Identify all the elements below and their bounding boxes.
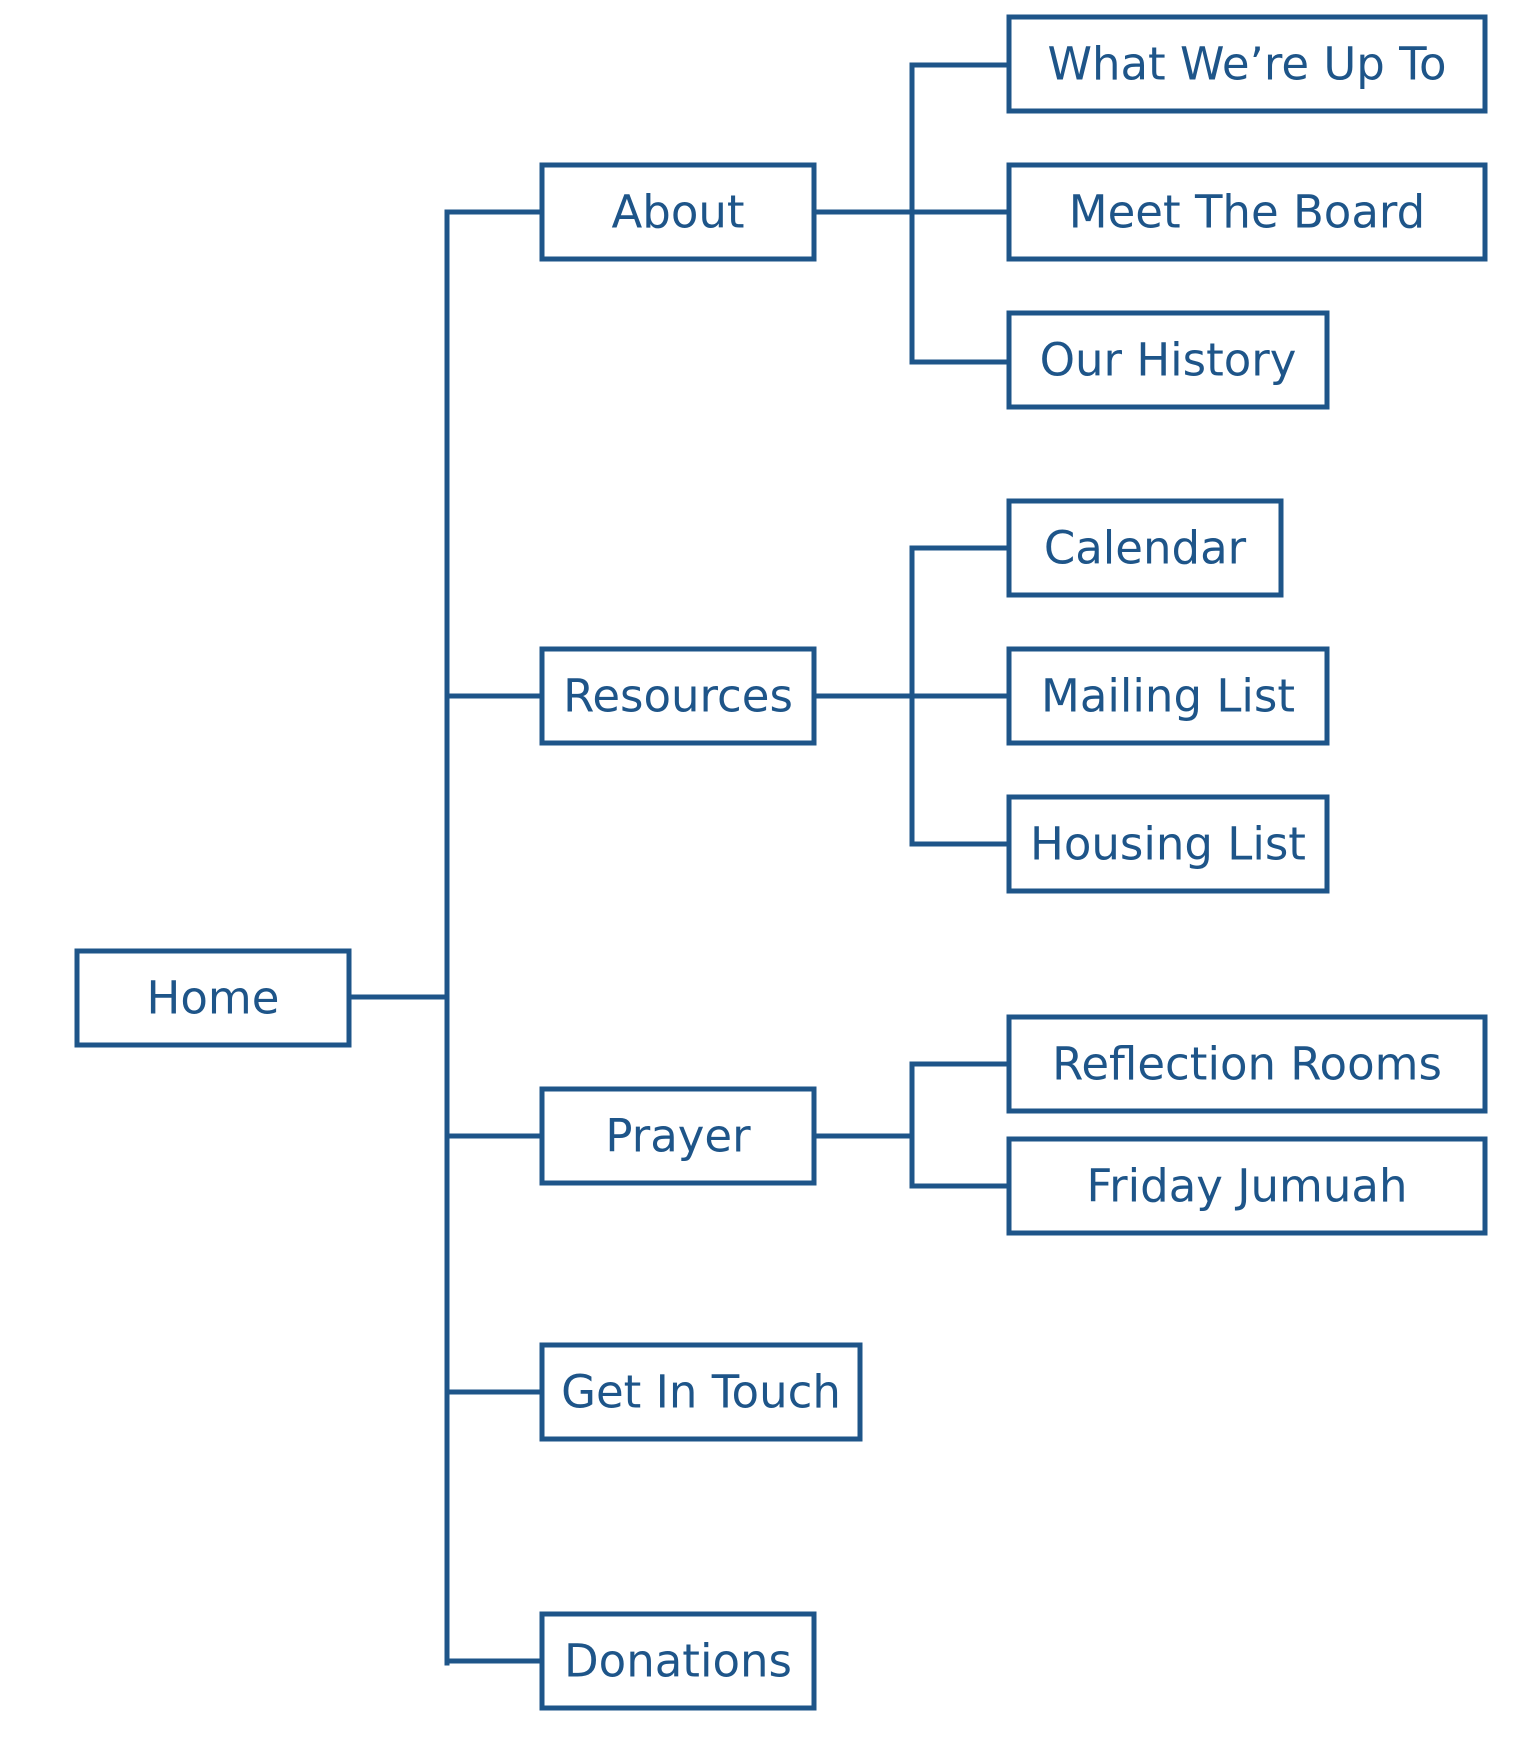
node-mailing-list-label: Mailing List — [1041, 670, 1295, 723]
connectors — [346, 62, 1012, 1666]
node-what-were-up-to-label: What We’re Up To — [1047, 38, 1446, 91]
node-what-were-up-to[interactable]: What We’re Up To — [1006, 14, 1488, 114]
node-home-label: Home — [147, 972, 280, 1025]
node-mailing-list[interactable]: Mailing List — [1006, 646, 1330, 746]
node-prayer[interactable]: Prayer — [539, 1086, 817, 1186]
node-housing-list-label: Housing List — [1030, 818, 1306, 871]
node-get-in-touch-label: Get In Touch — [561, 1366, 841, 1419]
node-donations-label: Donations — [564, 1635, 792, 1688]
node-calendar[interactable]: Calendar — [1006, 498, 1284, 598]
node-about[interactable]: About — [539, 162, 817, 262]
node-meet-the-board-label: Meet The Board — [1069, 186, 1425, 239]
node-calendar-label: Calendar — [1044, 522, 1247, 575]
node-resources[interactable]: Resources — [539, 646, 817, 746]
node-housing-list[interactable]: Housing List — [1006, 794, 1330, 894]
node-home[interactable]: Home — [74, 948, 352, 1048]
node-get-in-touch[interactable]: Get In Touch — [539, 1342, 863, 1442]
node-donations[interactable]: Donations — [539, 1611, 817, 1711]
node-resources-label: Resources — [563, 670, 793, 723]
node-friday-jumuah-label: Friday Jumuah — [1087, 1160, 1408, 1213]
node-reflection-rooms[interactable]: Reflection Rooms — [1006, 1014, 1488, 1114]
node-our-history[interactable]: Our History — [1006, 310, 1330, 410]
node-reflection-rooms-label: Reflection Rooms — [1052, 1038, 1442, 1091]
node-meet-the-board[interactable]: Meet The Board — [1006, 162, 1488, 262]
node-friday-jumuah[interactable]: Friday Jumuah — [1006, 1136, 1488, 1236]
node-our-history-label: Our History — [1040, 334, 1297, 387]
node-prayer-label: Prayer — [605, 1110, 751, 1163]
node-about-label: About — [611, 186, 744, 239]
